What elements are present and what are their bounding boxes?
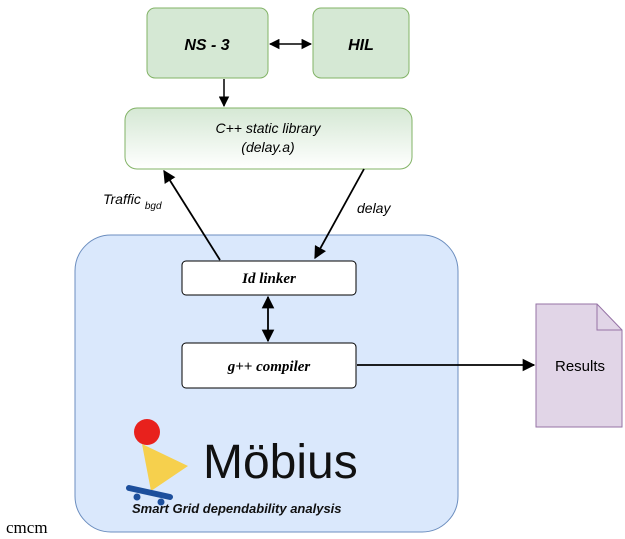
logo-yellow-sail-icon [142, 444, 188, 491]
footer-text: cmcm [6, 518, 48, 537]
linker-label: Id linker [241, 271, 296, 287]
static-library-node[interactable]: C++ static library (delay.a) [124, 107, 413, 170]
traffic-arrow [163, 169, 221, 261]
compiler-label: g++ compiler [227, 359, 311, 375]
ns3-node[interactable]: NS - 3 [146, 7, 269, 79]
hil-label: HIL [348, 37, 374, 54]
library-label-line2: (delay.a) [241, 139, 294, 155]
logo-wordmark: Möbius [203, 436, 358, 489]
logo-red-ball-icon [134, 419, 160, 445]
logo-tagline: Smart Grid dependability analysis [132, 501, 342, 516]
results-label: Results [555, 358, 605, 375]
ns3-label: NS - 3 [184, 37, 229, 54]
delay-label: delay [357, 200, 391, 216]
linker-node[interactable]: Id linker [181, 260, 357, 296]
compiler-node[interactable]: g++ compiler [181, 342, 357, 389]
library-label-line1: C++ static library [215, 120, 321, 136]
results-node[interactable]: Results [535, 303, 623, 428]
traffic-subscript: bgd [145, 201, 162, 212]
hil-node[interactable]: HIL [312, 7, 410, 79]
logo-wheel-icon [157, 498, 165, 506]
logo-wheel-icon [133, 493, 141, 501]
mobius-logo: Möbius Smart Grid dependability analysis [126, 419, 358, 516]
logo-skateboard-icon [126, 485, 173, 500]
delay-arrow [314, 168, 365, 260]
